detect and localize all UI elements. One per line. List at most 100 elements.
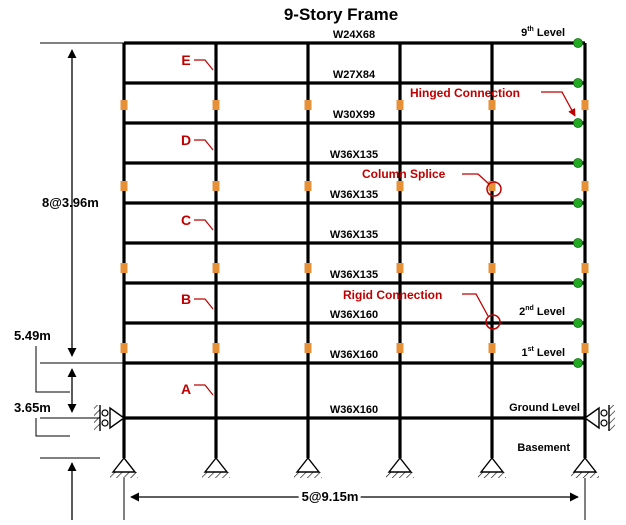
column-label-d-leader: [194, 139, 214, 151]
dimensions: 8@3.96m 5.49m 3.65m 5@9.15m: [14, 42, 586, 520]
column-label-b-leader: [194, 298, 214, 310]
beam-label-level-8: W27X84: [333, 69, 376, 81]
beam-label-level-5: W36X135: [330, 189, 378, 201]
hinged-connection-label: Hinged Connection: [410, 86, 520, 100]
beam-label-level-7: W30X99: [333, 109, 375, 121]
roller-support-left-triangle: [109, 406, 126, 430]
rigid-connection-leader: [462, 293, 489, 317]
roller-support-right-wall-hatch: [609, 405, 615, 431]
hinge-dot-level-2: [573, 318, 583, 328]
splice-marker-4-4: [396, 343, 404, 353]
splice-marker-3-6: [581, 263, 589, 273]
beam-label-level-3: W36X135: [330, 269, 378, 281]
splice-marker-4-1: [120, 343, 128, 353]
dim-basement-leader: [35, 418, 70, 437]
ground-hatch-2: [202, 472, 230, 478]
splice-marker-3-1: [120, 263, 128, 273]
ground-level-label: Ground Level: [509, 402, 580, 414]
splice-marker-4-2: [212, 343, 220, 353]
hinge-dot-level-5: [573, 198, 583, 208]
column-label-b: B: [181, 291, 191, 307]
roller-support-right: [583, 405, 615, 431]
splice-marker-3-5: [488, 263, 496, 273]
support-symbols: [94, 405, 615, 478]
splice-marker-4-3: [304, 343, 312, 353]
column-label-c-leader: [194, 219, 214, 231]
splice-marker-1-4: [396, 100, 404, 110]
column-label-c: C: [181, 212, 191, 228]
column-label-a: A: [181, 381, 191, 397]
hinge-dot-level-4: [573, 238, 583, 248]
hinge-dot-level-3: [573, 278, 583, 288]
ground-hatch-1: [110, 472, 138, 478]
pin-support-6: [572, 456, 598, 473]
ground-hatch-4: [386, 472, 414, 478]
column-label-d: D: [181, 132, 191, 148]
splice-marker-1-5: [488, 100, 496, 110]
splice-marker-1-2: [212, 100, 220, 110]
dim-first-story-leader: [35, 346, 70, 393]
hinge-dot-level-8: [573, 78, 583, 88]
splice-marker-3-4: [396, 263, 404, 273]
dim-stories-label: 8@3.96m: [42, 195, 99, 210]
hinge-dot-level-1: [573, 358, 583, 368]
splice-marker-1-1: [120, 100, 128, 110]
pin-support-4: [387, 456, 413, 473]
annotations: Hinged Connection Column Splice Rigid Co…: [343, 86, 576, 330]
page-title: 9-Story Frame: [284, 5, 398, 24]
splice-marker-2-2: [212, 181, 220, 191]
splice-markers: [120, 100, 589, 353]
pin-support-1: [111, 456, 137, 473]
roller-support-right-roller-bottom: [600, 419, 608, 427]
splice-marker-4-6: [581, 343, 589, 353]
pin-support-2: [203, 456, 229, 473]
column-label-a-leader: [194, 384, 214, 396]
column-splice-label: Column Splice: [362, 167, 446, 181]
beam-label-level-2: W36X160: [330, 309, 378, 321]
hinge-dot-level-9: [573, 38, 583, 48]
column-group-labels: E D C B A: [181, 52, 214, 397]
splice-marker-2-1: [120, 181, 128, 191]
dim-first-story-label: 5.49m: [14, 328, 51, 343]
beam-label-level-1: W36X160: [330, 349, 378, 361]
roller-support-left-roller-top: [101, 409, 109, 417]
level-9-label: 9th Level: [521, 26, 565, 39]
dim-basement-label: 3.65m: [14, 400, 51, 415]
dim-bays-label: 5@9.15m: [302, 489, 359, 504]
rigid-connection-label: Rigid Connection: [343, 288, 442, 302]
level-1-label: 1st Level: [521, 346, 565, 359]
beam-label-level-4: W36X135: [330, 229, 378, 241]
splice-marker-2-4: [396, 181, 404, 191]
beam-label-level-0: W36X160: [330, 404, 378, 416]
rigid-connection-circle: [485, 314, 501, 330]
beam-label-level-9: W24X68: [333, 29, 375, 41]
level-2-label: 2nd Level: [519, 305, 565, 318]
splice-marker-2-5: [488, 181, 496, 191]
ground-hatch-6: [571, 472, 599, 478]
splice-marker-1-6: [581, 100, 589, 110]
hinge-dot-level-6: [573, 158, 583, 168]
roller-support-left-roller-bottom: [101, 419, 109, 427]
splice-marker-3-3: [304, 263, 312, 273]
beam-labels: W24X68W27X84W30X99W36X135W36X135W36X135W…: [330, 29, 378, 416]
splice-marker-1-3: [304, 100, 312, 110]
roller-support-right-triangle: [583, 406, 600, 430]
hinge-dot-level-7: [573, 118, 583, 128]
hinged-connection-arrow: [541, 91, 576, 117]
splice-marker-3-2: [212, 263, 220, 273]
column-label-e-leader: [194, 59, 214, 71]
hinge-markers: [573, 38, 583, 368]
column-splice-circle: [486, 181, 502, 197]
splice-marker-2-3: [304, 181, 312, 191]
column-splice-leader: [462, 173, 490, 185]
roller-support-right-roller-top: [600, 409, 608, 417]
splice-marker-2-6: [581, 181, 589, 191]
ground-hatch-3: [294, 472, 322, 478]
pin-support-3: [295, 456, 321, 473]
beam-label-level-6: W36X135: [330, 149, 378, 161]
basement-label: Basement: [517, 442, 570, 454]
column-label-e: E: [181, 52, 190, 68]
ground-hatch-5: [478, 472, 506, 478]
